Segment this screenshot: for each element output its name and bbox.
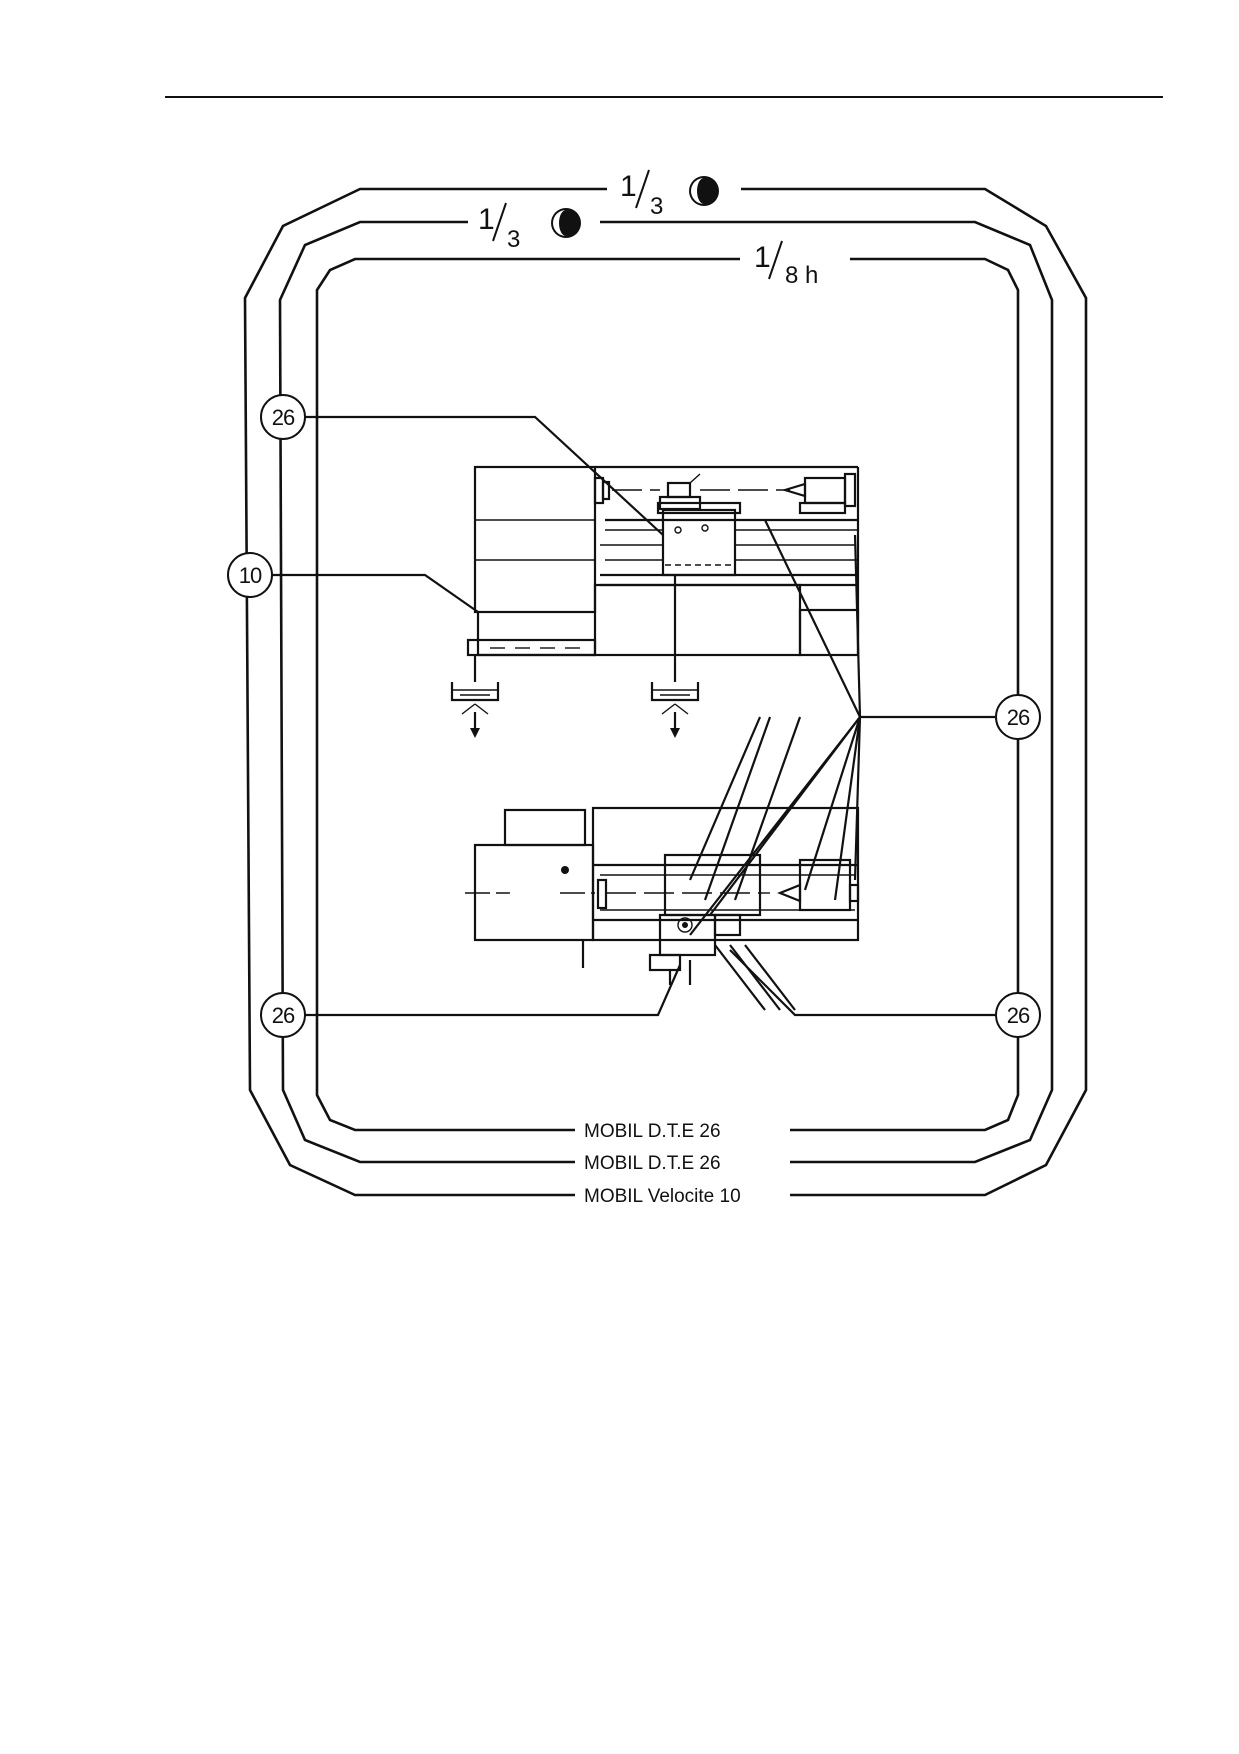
interval-outer-denominator: 3 bbox=[650, 193, 663, 220]
lathe-top-view bbox=[465, 806, 860, 1011]
callout-bottom-right: 26 bbox=[995, 992, 1041, 1038]
half-moon-icon bbox=[551, 208, 581, 238]
half-moon-icon bbox=[689, 176, 719, 206]
callout-bottom-left: 26 bbox=[260, 992, 306, 1038]
oil-drain-icon bbox=[450, 682, 500, 738]
interval-inner: 1 8 h bbox=[754, 240, 818, 289]
lubricant-outer-label: MOBIL Velocite 10 bbox=[584, 1186, 741, 1207]
outer-frame bbox=[243, 187, 1088, 1197]
inner-frame bbox=[315, 257, 1020, 1132]
interval-inner-denominator: 8 h bbox=[785, 262, 818, 289]
interval-middle-numerator: 1 bbox=[478, 203, 495, 236]
oil-drain-icon bbox=[650, 682, 700, 738]
callout-top-left: 26 bbox=[260, 394, 306, 440]
callout-bottom-left-label: 26 bbox=[272, 1003, 295, 1028]
middle-frame bbox=[278, 220, 1054, 1164]
interval-outer: 1 3 bbox=[620, 169, 719, 220]
callout-left: 10 bbox=[227, 552, 273, 598]
callout-right: 26 bbox=[995, 694, 1041, 740]
lathe-front-view bbox=[450, 465, 860, 738]
lubricant-inner-label: MOBIL D.T.E 26 bbox=[584, 1121, 721, 1142]
interval-middle: 1 3 bbox=[478, 202, 581, 253]
interval-outer-numerator: 1 bbox=[620, 170, 637, 203]
callout-bottom-right-label: 26 bbox=[1007, 1003, 1030, 1028]
leader-lines bbox=[272, 415, 995, 1017]
callout-top-left-label: 26 bbox=[272, 405, 295, 430]
interval-middle-denominator: 3 bbox=[507, 226, 520, 253]
callout-left-label: 10 bbox=[239, 563, 262, 588]
callout-right-label: 26 bbox=[1007, 705, 1030, 730]
interval-inner-numerator: 1 bbox=[754, 241, 771, 274]
lubricant-middle-label: MOBIL D.T.E 26 bbox=[584, 1153, 721, 1174]
